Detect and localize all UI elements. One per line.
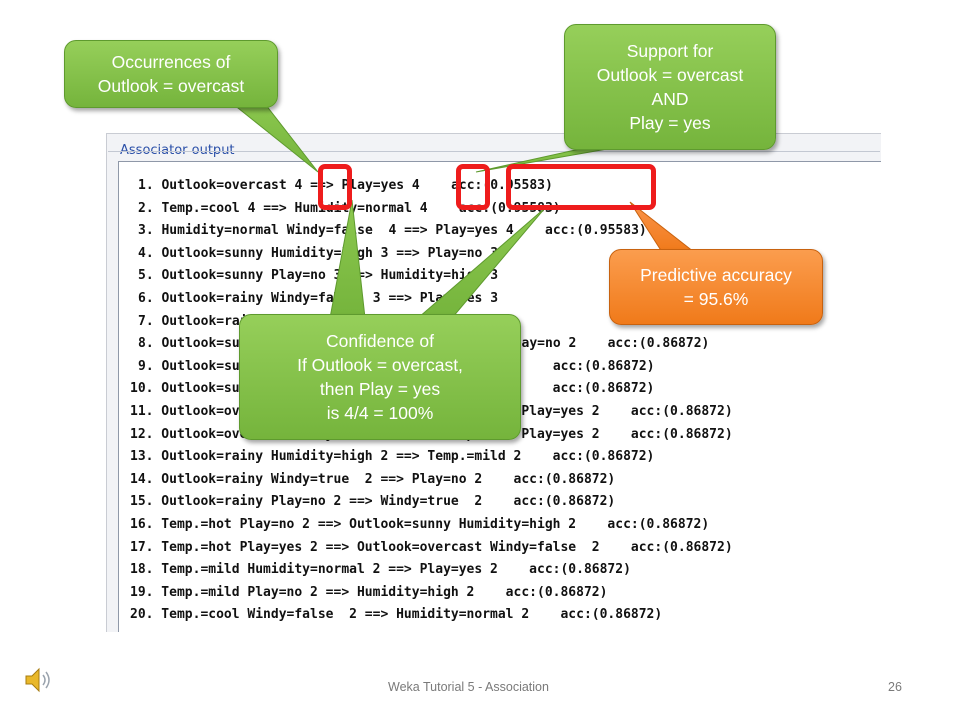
support-callout-line: Support for (626, 41, 714, 61)
accuracy-callout-line: Predictive accuracy (640, 265, 792, 285)
occurrences-callout-line: Occurrences of (111, 52, 231, 72)
accuracy-callout-line: = 95.6% (683, 289, 749, 309)
confidence-callout: Confidence of If Outlook = overcast, the… (239, 314, 521, 440)
occurrence-count-highlight (318, 164, 352, 210)
rule-line: 16. Temp.=hot Play=no 2 ==> Outlook=sunn… (130, 517, 710, 532)
rule-line: 19. Temp.=mild Play=no 2 ==> Humidity=hi… (130, 584, 608, 600)
rule-line: 20. Temp.=cool Windy=false 2 ==> Humidit… (130, 607, 663, 623)
rule-line: 3. Humidity=normal Windy=false 4 ==> Pla… (138, 223, 647, 239)
support-count-highlight (456, 164, 490, 210)
accuracy-callout: Predictive accuracy = 95.6% (609, 249, 823, 325)
support-callout-line: AND (651, 89, 689, 109)
support-callout-line: Outlook = overcast (596, 65, 744, 85)
page-number: 26 (888, 680, 902, 694)
footer-title: Weka Tutorial 5 - Association (388, 680, 549, 694)
support-callout-line: Play = yes (629, 113, 711, 133)
rule-line: 14. Outlook=rainy Windy=true 2 ==> Play=… (130, 471, 616, 487)
panel-divider (108, 151, 880, 152)
confidence-callout-line: then Play = yes (319, 379, 441, 399)
rule-line: 13. Outlook=rainy Humidity=high 2 ==> Te… (130, 449, 655, 465)
occurrences-callout-line: Outlook = overcast (97, 76, 245, 96)
rule-line: 6. Outlook=rainy Windy=false 3 ==> Play=… (138, 291, 499, 306)
speaker-icon[interactable] (22, 664, 54, 696)
rule-line: 4. Outlook=sunny Humidity=high 3 ==> Pla… (138, 245, 499, 261)
support-callout: Support for Outlook = overcast AND Play … (564, 24, 776, 150)
occurrences-callout: Occurrences of Outlook = overcast (64, 40, 278, 108)
confidence-callout-line: If Outlook = overcast, (297, 355, 463, 375)
rule-line: 15. Outlook=rainy Play=no 2 ==> Windy=tr… (130, 494, 616, 510)
rule-line: 17. Temp.=hot Play=yes 2 ==> Outlook=ove… (130, 539, 733, 555)
panel-title: Associator output (120, 143, 235, 158)
accuracy-highlight (506, 164, 656, 210)
confidence-callout-line: Confidence of (326, 331, 434, 351)
confidence-callout-line: is 4/4 = 100% (326, 403, 434, 423)
rule-line: 18. Temp.=mild Humidity=normal 2 ==> Pla… (130, 562, 631, 578)
rule-line: 5. Outlook=sunny Play=no 3 ==> Humidity=… (138, 268, 499, 284)
